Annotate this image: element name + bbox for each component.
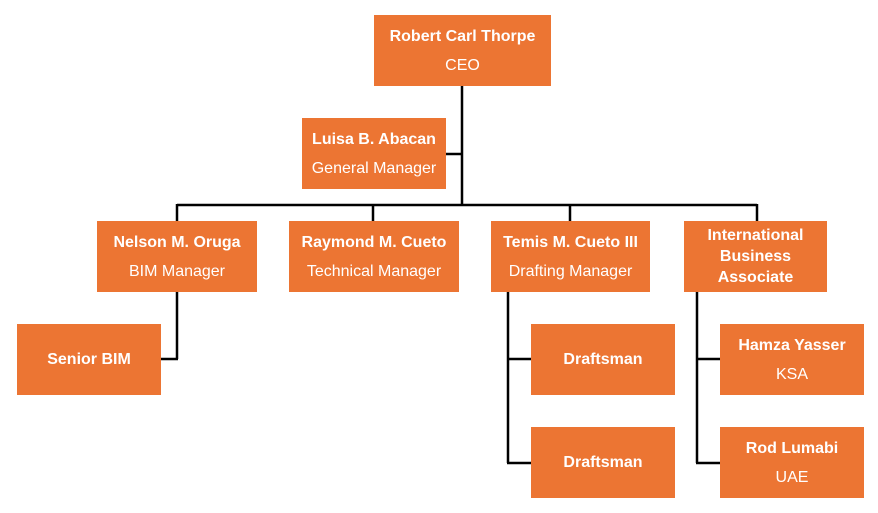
node-senior-bim: Senior BIM [17,324,161,395]
node-ceo: Robert Carl Thorpe CEO [374,15,551,86]
node-name: Draftsman [563,454,643,471]
node-role: UAE [775,468,809,486]
node-name: Robert Carl Thorpe [389,27,536,45]
node-role: Drafting Manager [508,262,633,280]
node-name: Hamza Yasser [738,336,846,354]
node-role: BIM Manager [128,262,226,280]
node-name: Nelson M. Oruga [113,233,241,251]
node-name: International Business Associate [707,227,804,286]
node-technical-manager: Raymond M. Cueto Technical Manager [289,221,459,292]
node-international-business-associate: International Business Associate [684,221,827,292]
node-role: Technical Manager [306,262,442,280]
node-draftsman-2: Draftsman [531,427,675,498]
node-name: Draftsman [563,351,643,368]
node-bim-manager: Nelson M. Oruga BIM Manager [97,221,257,292]
node-general-manager: Luisa B. Abacan General Manager [302,118,446,189]
node-draftsman-1: Draftsman [531,324,675,395]
node-name: Senior BIM [47,351,131,368]
node-name: Temis M. Cueto III [503,233,638,251]
node-role: CEO [445,56,480,74]
node-name: Rod Lumabi [745,439,839,457]
node-name: Luisa B. Abacan [312,130,436,148]
node-hamza-yasser: Hamza Yasser KSA [720,324,864,395]
node-drafting-manager: Temis M. Cueto III Drafting Manager [491,221,650,292]
node-role: General Manager [311,159,437,177]
node-name: Raymond M. Cueto [301,233,447,251]
node-role: KSA [775,365,808,383]
node-rod-lumabi: Rod Lumabi UAE [720,427,864,498]
